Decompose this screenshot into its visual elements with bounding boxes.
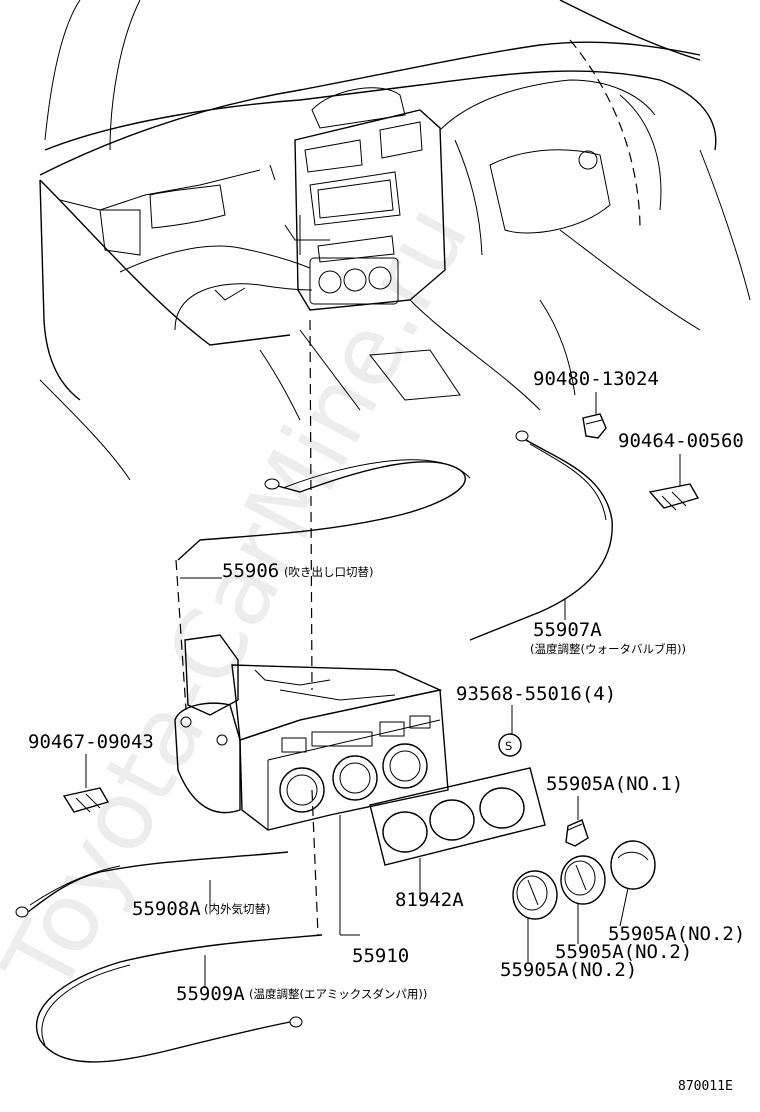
knob-no2-b: [560, 855, 606, 905]
label-55909A: 55909A: [176, 983, 245, 1005]
cable-55907A: [469, 430, 613, 641]
label-55907A-desc: (温度調整(ウォータバルブ用)): [530, 642, 686, 656]
label-55906-desc: (吹き出し口切替): [284, 565, 373, 579]
clip-90467: [62, 787, 110, 813]
face-plate: [369, 767, 546, 866]
knob-no2-c: [610, 840, 656, 890]
label-55907A: 55907A: [533, 619, 602, 641]
grommet-90480: [582, 413, 607, 439]
label-55908A-desc: (内外気切替): [204, 902, 270, 916]
screw-symbol: S: [498, 733, 522, 757]
knob-no1: [565, 819, 589, 847]
label-93568-55016: 93568-55016(4): [456, 683, 616, 705]
label-55905A-no2-top: 55905A(NO.2): [608, 923, 745, 945]
cable-55909A: [35, 934, 323, 1063]
label-90467-09043: 90467-09043: [28, 731, 154, 753]
cable-55906: [177, 459, 471, 561]
label-81942A: 81942A: [395, 889, 464, 911]
hvac-control-unit: [174, 634, 449, 831]
clip-90464: [648, 483, 700, 511]
label-55905A-no1: 55905A(NO.1): [546, 773, 683, 795]
knob-no2-a: [512, 870, 558, 920]
label-55905A-no2-mid: 55905A(NO.2): [555, 941, 692, 963]
label-55906: 55906: [222, 560, 279, 582]
label-55909A-desc: (温度調整(エアミックスダンパ用)): [249, 987, 427, 1001]
screw-symbol-label: S: [505, 739, 512, 753]
label-55910: 55910: [352, 945, 409, 967]
dashboard-illustration: [39, 0, 751, 481]
label-55905A-no2-bottom: 55905A(NO.2): [500, 959, 637, 981]
figure-number: 870011E: [678, 1079, 733, 1094]
label-90464-00560: 90464-00560: [618, 430, 744, 452]
label-55908A: 55908A: [132, 898, 201, 920]
watermark: Toyota-CarMine.ru: [0, 187, 490, 1012]
label-90480-13024: 90480-13024: [533, 368, 659, 390]
cable-55908A: [15, 851, 289, 918]
